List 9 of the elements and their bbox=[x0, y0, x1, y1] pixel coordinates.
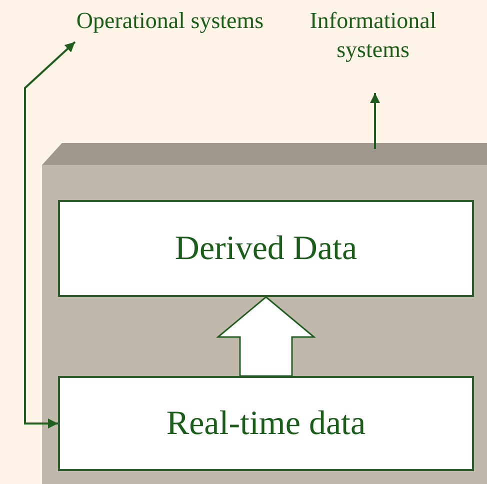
box-title: Real-time data bbox=[166, 404, 366, 442]
system-label: Operational systems bbox=[75, 7, 265, 35]
arrow bbox=[24, 41, 76, 428]
block-arrow bbox=[216, 296, 316, 377]
system-label: Informational systems bbox=[308, 7, 438, 64]
box-title: Derived Data bbox=[174, 230, 358, 268]
data-box bbox=[58, 200, 474, 297]
data-box bbox=[58, 376, 474, 471]
arrow bbox=[370, 93, 380, 149]
